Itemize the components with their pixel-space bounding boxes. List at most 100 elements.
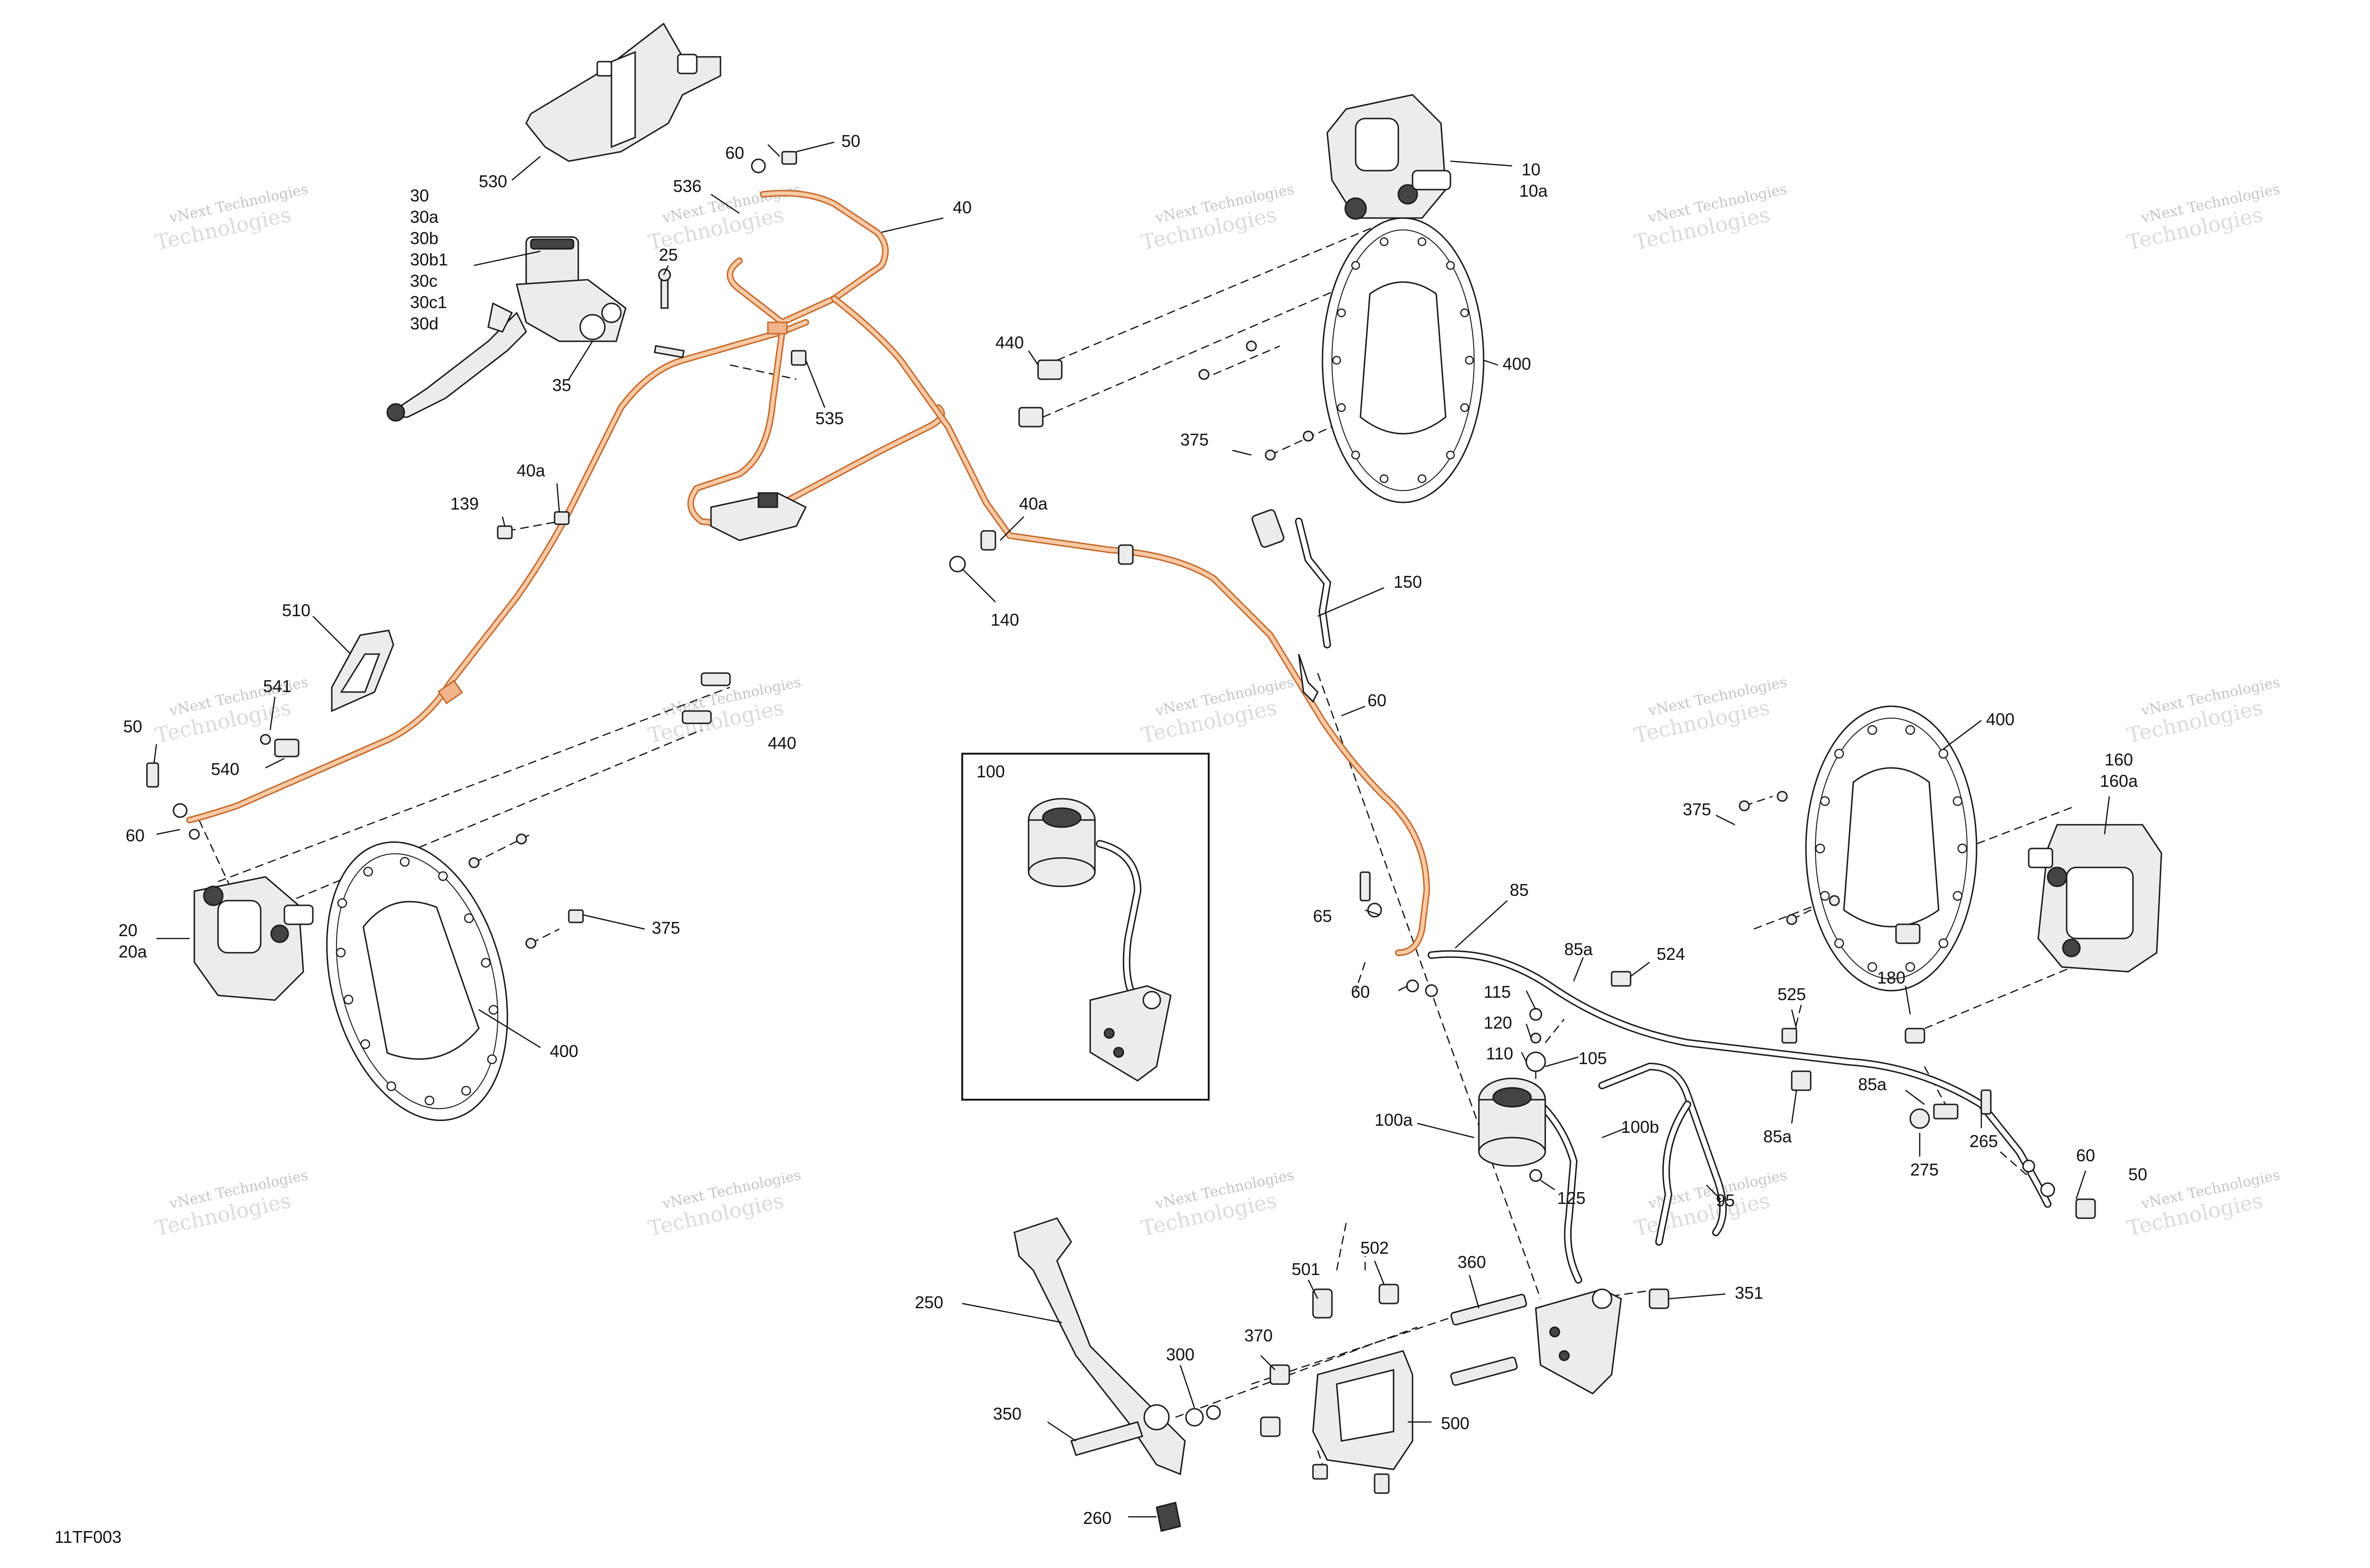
fasteners (146, 151, 2096, 1532)
callout-10: 10 (1522, 160, 1540, 179)
callout-139: 139 (450, 494, 479, 513)
caliper-right (2028, 824, 2162, 973)
callout-60-top: 60 (725, 143, 744, 163)
callout-350: 350 (993, 1404, 1021, 1423)
watermark: vNext Technologies Technologies (2125, 181, 2281, 255)
brake-lines (186, 190, 1430, 956)
callout-375-left: 375 (652, 918, 680, 938)
callout-360: 360 (1458, 1252, 1486, 1272)
callout-20a: 20a (118, 942, 147, 961)
callout-400-top: 400 (1503, 354, 1531, 374)
callout-30: 30 (410, 186, 429, 205)
callout-50-left: 50 (123, 717, 142, 736)
callout-536: 536 (673, 176, 702, 196)
callout-65: 65 (1313, 906, 1332, 926)
watermark: vNext Technologies Technologies (1632, 1167, 1788, 1241)
brake-disc-left (326, 841, 508, 1121)
callout-95: 95 (1716, 1191, 1735, 1210)
callout-35: 35 (552, 375, 571, 395)
callout-60-low: 60 (1351, 982, 1370, 1002)
caliper-left (193, 876, 314, 1001)
callout-400-left: 400 (550, 1041, 578, 1061)
watermark: vNext Technologies Technologies (1632, 674, 1788, 748)
callout-10a: 10a (1519, 181, 1548, 201)
callout-541: 541 (263, 676, 292, 696)
rear-reservoir-100a (1478, 1077, 1546, 1167)
watermark: vNext Technologies Technologies (1139, 1167, 1295, 1241)
callout-30c1: 30c1 (410, 292, 447, 312)
callout-140: 140 (991, 610, 1019, 629)
callout-351: 351 (1735, 1283, 1763, 1303)
callout-300: 300 (1166, 1345, 1194, 1364)
callout-60-mid: 60 (1367, 691, 1386, 710)
callout-100: 100 (976, 762, 1005, 781)
watermark: vNext Technologies Technologies (1139, 674, 1295, 748)
callout-105: 105 (1578, 1048, 1607, 1068)
callout-85a-top: 85a (1564, 939, 1593, 959)
callout-100a: 100a (1375, 1110, 1413, 1130)
callout-501: 501 (1292, 1259, 1320, 1279)
callout-25: 25 (659, 245, 678, 264)
callout-110: 110 (1486, 1044, 1513, 1063)
callout-400-right: 400 (1986, 710, 2014, 729)
callout-30b1: 30b1 (410, 250, 448, 269)
callout-370: 370 (1244, 1326, 1273, 1345)
callout-535: 535 (815, 409, 844, 428)
callout-265: 265 (1969, 1131, 1998, 1151)
callout-labels: 530 60 50 536 40 10 10a 30 30a 30b 30b1 … (118, 131, 2147, 1528)
callout-524: 524 (1657, 944, 1685, 964)
callout-50-right: 50 (2128, 1165, 2147, 1184)
callout-440-mid: 440 (768, 733, 796, 753)
bracket-530 (525, 22, 721, 162)
callout-120: 120 (1484, 1013, 1512, 1032)
watermark: vNext Technologies Technologies (1632, 181, 1788, 255)
callout-510: 510 (282, 601, 310, 620)
watermark: vNext Technologies Technologies (2125, 674, 2281, 748)
line-junction-bracket (710, 492, 807, 541)
callout-100b: 100b (1621, 1117, 1659, 1137)
pedal-bracket-500 (1312, 1350, 1413, 1470)
watermark: vNext Technologies Technologies (153, 181, 310, 255)
callout-85a-right: 85a (1858, 1075, 1887, 1094)
callout-502: 502 (1360, 1238, 1389, 1258)
callout-530: 530 (479, 172, 507, 191)
callout-150: 150 (1394, 572, 1422, 592)
caliper-top (1326, 94, 1451, 220)
callout-20: 20 (118, 921, 137, 940)
watermark: vNext Technologies Technologies (153, 1167, 310, 1241)
callout-40a-mid: 40a (1019, 494, 1048, 513)
brake-pedal-250 (1013, 1217, 1186, 1476)
callout-40a-left: 40a (517, 461, 546, 480)
callout-85a-mid: 85a (1763, 1127, 1792, 1146)
callout-500: 500 (1441, 1413, 1469, 1433)
callout-260: 260 (1083, 1508, 1112, 1528)
leader-lines (153, 141, 2110, 1518)
callout-540: 540 (211, 759, 239, 779)
callout-115: 115 (1484, 982, 1511, 1002)
inset-box-100 (961, 753, 1210, 1101)
callout-60-right: 60 (2076, 1146, 2095, 1165)
callout-125: 125 (1557, 1188, 1586, 1208)
brake-hoses (1295, 518, 2051, 1284)
callout-180: 180 (1877, 968, 1905, 987)
front-master-cylinder (386, 236, 627, 422)
callout-250: 250 (915, 1293, 943, 1312)
callout-440-top: 440 (995, 333, 1024, 352)
callout-375-right: 375 (1683, 800, 1711, 819)
callout-50-top: 50 (841, 131, 860, 151)
callout-30c: 30c (410, 271, 438, 291)
callout-40: 40 (953, 198, 972, 217)
watermark: vNext Technologies Technologies (646, 1167, 802, 1241)
bracket-510 (331, 629, 394, 712)
callout-525: 525 (1778, 985, 1806, 1004)
watermark: vNext Technologies Technologies (1139, 181, 1295, 255)
callout-85: 85 (1510, 880, 1529, 900)
callout-375-top: 375 (1180, 430, 1209, 449)
brake-disc-top (1322, 217, 1485, 503)
callout-160a: 160a (2100, 771, 2138, 791)
callout-30a: 30a (410, 207, 439, 227)
diagram-code: 11TF003 (55, 1527, 121, 1547)
brake-disc-right (1805, 705, 1978, 992)
callout-160: 160 (2105, 750, 2133, 769)
